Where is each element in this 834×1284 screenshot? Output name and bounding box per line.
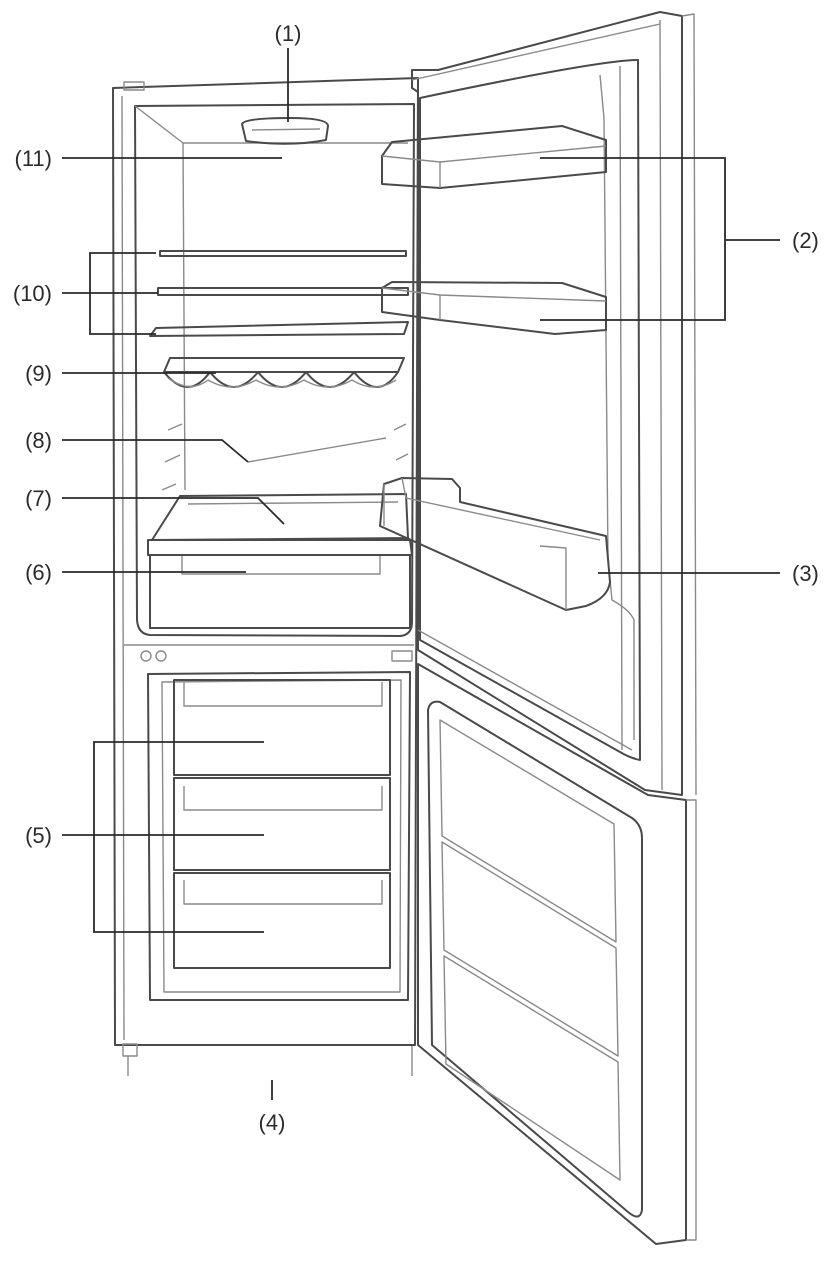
- shelf-supports: [161, 423, 409, 491]
- wine-rack: [163, 357, 405, 388]
- callout-8: (8): [25, 428, 52, 453]
- freezer-drawers: [173, 679, 391, 969]
- vegetable-drawer: [147, 539, 413, 629]
- callout-11: (11): [15, 146, 53, 171]
- fridge-door: [411, 11, 697, 796]
- bottle-rack: [379, 477, 611, 611]
- temperature-knobs: [140, 650, 167, 662]
- callout-2: (2): [792, 228, 819, 253]
- callout-labels: (1) (11) (10) (9) (8) (7) (6) (5) (2) (3…: [13, 21, 819, 1135]
- callout-5: (5): [25, 823, 52, 848]
- leader-5: [62, 741, 264, 933]
- callout-3: (3): [792, 561, 819, 586]
- leader-8: [62, 439, 249, 463]
- callout-9: (9): [25, 361, 52, 386]
- control-panel: [391, 650, 413, 662]
- callout-4: (4): [259, 1110, 286, 1135]
- callout-1: (1): [275, 21, 302, 46]
- freezer-door: [417, 663, 697, 1245]
- adjustable-foot: [122, 1043, 138, 1057]
- leader-2: [540, 157, 780, 321]
- leader-7: [62, 497, 285, 525]
- cabinet: [112, 77, 419, 1076]
- crisper-cover: [151, 493, 409, 541]
- leader-lines: [62, 48, 780, 1100]
- glass-shelves: [149, 250, 409, 337]
- leader-10: [62, 252, 158, 335]
- callout-10: (10): [13, 281, 52, 306]
- interior-light: [241, 117, 329, 145]
- callout-6: (6): [25, 560, 52, 585]
- callout-7: (7): [25, 486, 52, 511]
- door-balconies: [381, 125, 607, 335]
